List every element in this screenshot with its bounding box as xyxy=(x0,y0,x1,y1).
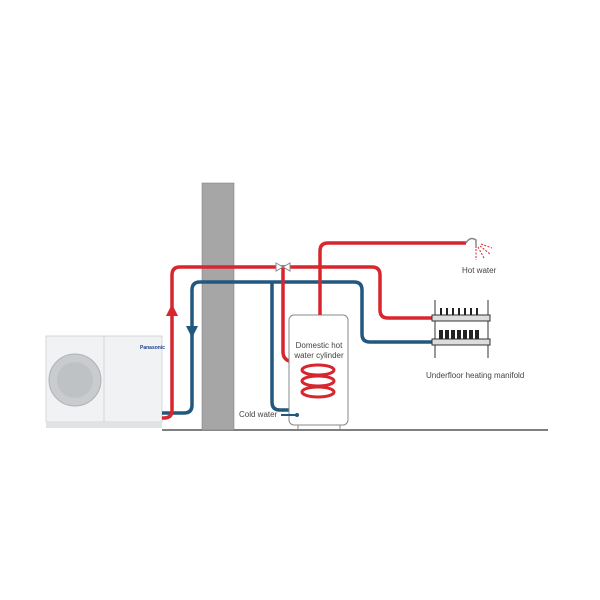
return-down-arrow-icon xyxy=(186,326,198,338)
flow-up-arrow-icon xyxy=(166,304,178,316)
manifold-label: Underfloor heating manifold xyxy=(426,371,525,380)
hot-water-label: Hot water xyxy=(462,266,497,275)
hot-water-cylinder xyxy=(288,314,349,426)
domestic-hot-water-pipe xyxy=(318,241,466,315)
wall xyxy=(201,182,235,431)
heating-coil xyxy=(300,363,336,399)
unit-brand-logo: Panasonic xyxy=(140,345,166,351)
cylinder-label-line1: Domestic hot xyxy=(295,341,343,350)
cold-return-pipe xyxy=(162,280,432,415)
outdoor-heat-pump-unit xyxy=(45,335,163,428)
three-way-valve-icon xyxy=(275,262,291,272)
cold-water-label: Cold water xyxy=(239,410,278,419)
underfloor-heating-manifold xyxy=(431,300,491,358)
shower-head-icon xyxy=(465,237,493,260)
cylinder-label-line2: water cylinder xyxy=(294,351,344,360)
